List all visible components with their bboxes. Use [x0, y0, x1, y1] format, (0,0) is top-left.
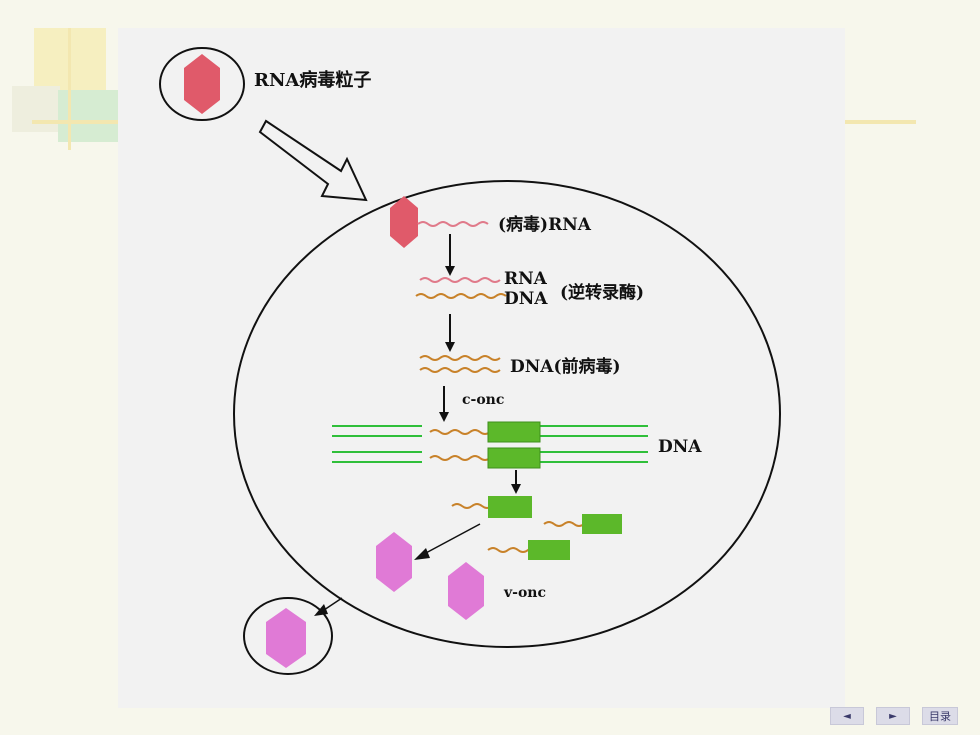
corner-deco-beige [12, 86, 60, 132]
rt-rna-label: RNA [504, 269, 548, 289]
new-virion-2 [448, 562, 484, 620]
corner-deco-vline [68, 28, 71, 150]
c-onc-label: c-onc [462, 392, 504, 408]
entry-capsid [390, 196, 418, 248]
prev-slide-button[interactable]: ◄ [830, 707, 864, 725]
provirus-dna-strand-1 [419, 355, 501, 361]
assembly-arrowhead [414, 548, 430, 560]
retrovirus-figure: RNA病毒粒子 (病毒)RNA RNA DNA (逆转录酶) DNA(前病毒) … [118, 28, 845, 708]
step-arrowhead-3 [439, 412, 449, 422]
virus-capsid [184, 54, 220, 114]
step-arrowhead-4 [511, 484, 521, 494]
release-arrow [323, 597, 343, 611]
rt-dna-label: DNA [504, 289, 548, 309]
virus-particle-label: RNA病毒粒子 [254, 69, 371, 91]
viral-rna-label: (病毒)RNA [498, 214, 592, 235]
rt-rna-strand [419, 277, 501, 283]
entry-arrow [258, 119, 368, 202]
released-virus-circle [243, 597, 333, 675]
new-virion-1 [376, 532, 412, 592]
c-onc-block-1 [487, 421, 541, 443]
step-arrowhead-2 [445, 342, 455, 352]
menu-button[interactable]: 目录 [922, 707, 958, 725]
released-virion [266, 608, 306, 668]
provirus-dna-strand-2 [419, 367, 501, 373]
v-onc-block-2 [582, 514, 622, 534]
v-onc-block-3 [528, 540, 570, 560]
assembly-arrow [423, 523, 481, 555]
rt-dna-strand [415, 293, 507, 299]
host-cell [233, 180, 781, 648]
v-onc-label: v-onc [503, 585, 546, 601]
v-onc-block-1 [488, 496, 532, 518]
host-dna-label: DNA [658, 437, 702, 457]
c-onc-block-2 [487, 447, 541, 469]
viral-rna-strand [417, 221, 489, 227]
next-slide-button[interactable]: ► [876, 707, 910, 725]
virus-particle-circle [159, 47, 245, 121]
step-arrowhead-1 [445, 266, 455, 276]
rt-enzyme-label: (逆转录酶) [560, 282, 644, 303]
provirus-label: DNA(前病毒) [510, 356, 621, 377]
retrovirus-diagram: RNA病毒粒子 (病毒)RNA RNA DNA (逆转录酶) DNA(前病毒) … [159, 47, 781, 675]
